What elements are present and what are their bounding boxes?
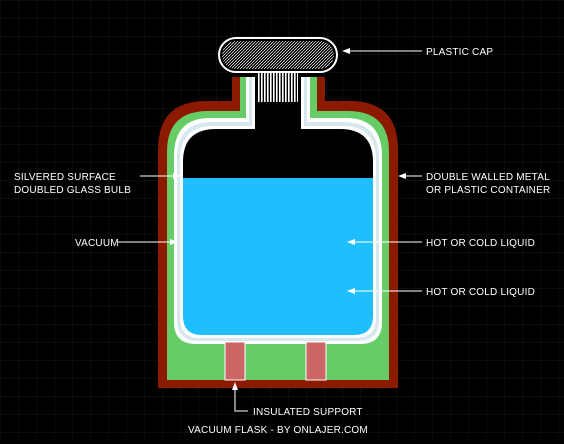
label-vacuum: VACUUM <box>75 238 119 249</box>
label-plastic-cap: PLASTIC CAP <box>426 47 493 58</box>
liquid-1-arrow <box>347 239 355 245</box>
cap-thread <box>258 70 298 102</box>
label-doubled-glass-bulb: DOUBLED GLASS BULB <box>14 185 131 196</box>
silvered-arrow <box>173 173 181 179</box>
hot-or-cold-liquid <box>183 178 373 335</box>
support-leader <box>234 389 248 412</box>
vacuum-arrow <box>170 239 178 245</box>
plastic-cap-grip <box>222 41 334 69</box>
label-liquid-2: HOT OR COLD LIQUID <box>426 287 535 298</box>
plastic-cap-arrow <box>342 48 350 54</box>
liquid-2-arrow <box>347 288 355 294</box>
label-liquid-1: HOT OR COLD LIQUID <box>426 238 535 249</box>
insulated-support-left <box>224 341 246 381</box>
double-walled-arrow <box>398 173 406 179</box>
insulated-support-right <box>305 341 327 381</box>
diagram-footer: VACUUM FLASK - BY ONLAJER.COM <box>188 425 368 436</box>
label-plastic-container: OR PLASTIC CONTAINER <box>426 185 550 196</box>
label-silvered-surface: SILVERED SURFACE <box>14 172 116 183</box>
label-double-walled-metal: DOUBLE WALLED METAL <box>426 172 550 183</box>
label-insulated-support: INSULATED SUPPORT <box>253 407 363 418</box>
air-space <box>183 77 373 178</box>
support-arrow <box>232 382 238 390</box>
